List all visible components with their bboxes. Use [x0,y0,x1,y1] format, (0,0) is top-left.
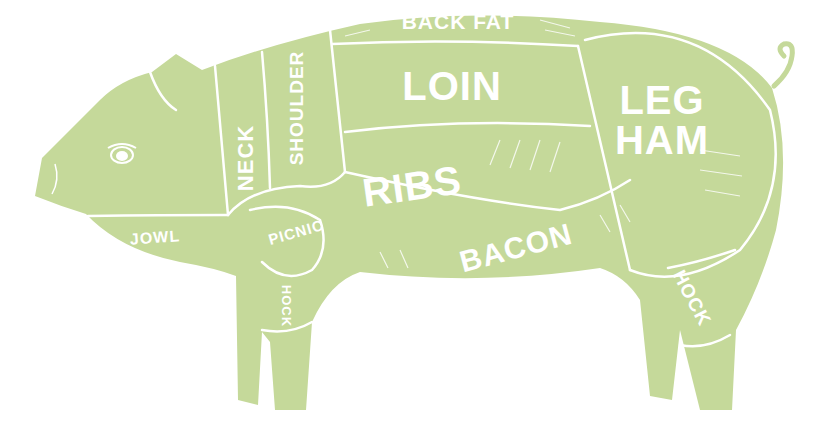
eye-lid [108,144,136,148]
cut-lines [88,30,776,346]
cut-line [330,30,345,172]
cut-line [150,72,176,110]
eye-outline [111,147,133,163]
pig-silhouette [35,15,783,410]
cut-line [262,52,270,188]
part-label: SHOULDER [287,51,306,166]
snout-line [52,164,57,194]
cut-line [215,66,228,215]
cut-line [88,215,228,216]
eye-pupil [116,151,128,161]
part-label: LEG HAM [612,80,712,160]
cut-line [668,250,735,268]
part-label: NECK [235,125,257,191]
pig-tail [774,44,792,86]
cut-line [585,33,776,277]
part-label: BACK FAT [402,11,515,32]
part-label: HOCK [280,285,293,327]
pig-eye [108,144,136,163]
cut-line [332,41,578,46]
cut-line [680,335,730,346]
cut-line [345,123,590,132]
part-label: LOIN [402,66,502,106]
hatch-line [490,140,560,172]
